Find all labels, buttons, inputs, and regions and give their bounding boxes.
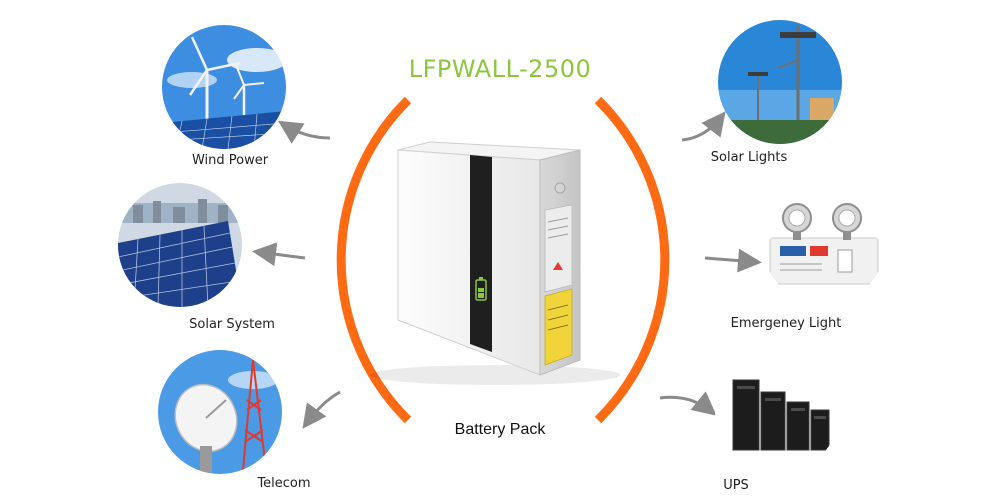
product-title: LFPWALL-2500 <box>408 55 592 83</box>
battery-icon <box>475 277 487 301</box>
arrow-solar-lights <box>681 111 726 142</box>
ups-label: UPS <box>723 478 749 493</box>
wind-turbine-icon <box>162 25 286 149</box>
street-light-icon <box>718 20 842 144</box>
solar-panel-icon <box>118 183 242 307</box>
solar-system-label: Solar System <box>189 317 275 332</box>
satellite-dish-icon <box>158 350 282 474</box>
wind-power-label: Wind Power <box>191 153 269 168</box>
ups-image <box>715 350 839 474</box>
left-arc <box>336 96 412 424</box>
solar-lights-label: Solar Lights <box>710 150 788 165</box>
telecom-image <box>158 350 282 474</box>
battery-pack-label: Battery Pack <box>454 421 546 438</box>
wind-power-image <box>162 25 286 149</box>
battery-pack-image <box>370 141 620 385</box>
arrow-solar-system <box>252 242 306 267</box>
emergency-light-image <box>762 180 886 304</box>
right-arc <box>594 96 670 424</box>
arrow-telecom <box>302 390 341 429</box>
arrow-wind-power <box>277 120 331 144</box>
telecom-label: Telecom <box>257 476 311 491</box>
emergency-light-label: Emergeney Light <box>730 316 842 331</box>
ups-tower-icon <box>715 350 839 474</box>
solar-system-image <box>118 183 242 307</box>
solar-lights-image <box>718 20 842 144</box>
arrow-emergency-light <box>704 248 762 273</box>
arrow-ups <box>659 391 717 416</box>
emergency-lamp-icon <box>762 180 886 304</box>
